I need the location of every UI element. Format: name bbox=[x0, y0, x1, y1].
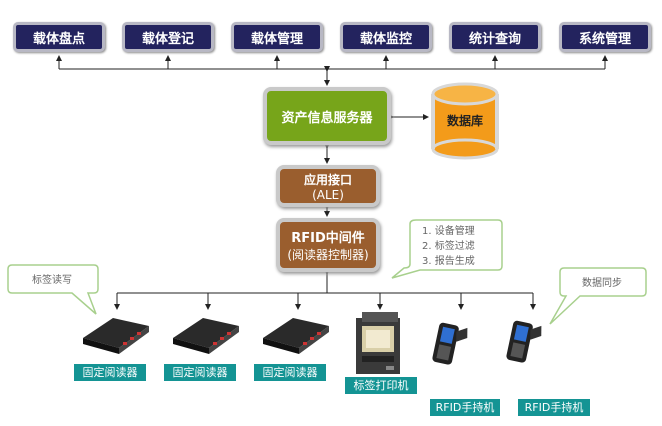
data-sync-callout-text: 数据同步 bbox=[582, 278, 622, 289]
device-label-fixed-reader-3: 固定阅读器 bbox=[254, 364, 326, 381]
module-statistics-button: 统计查询 bbox=[449, 22, 541, 52]
fixed-reader-icon-1 bbox=[83, 318, 149, 354]
device-label-label-printer: 标签打印机 bbox=[345, 377, 417, 394]
asset-info-server: 资产信息服务器 bbox=[263, 87, 391, 145]
database-icon bbox=[431, 82, 499, 160]
module-system-button: 系统管理 bbox=[559, 22, 651, 52]
module-register-button: 载体登记 bbox=[122, 22, 214, 52]
data-sync-callout bbox=[549, 267, 647, 325]
fixed-reader-icon-2 bbox=[173, 318, 239, 354]
ale-subtitle: (ALE) bbox=[312, 187, 344, 202]
function-item: 1. 设备管理 bbox=[422, 226, 475, 237]
handheld-reader-icon-2 bbox=[506, 320, 542, 363]
bottom-bus-arrows bbox=[114, 293, 536, 310]
module-inventory-button: 载体盘点 bbox=[13, 22, 105, 52]
middleware-functions-list: 1. 设备管理 2. 标签过滤 3. 报告生成 bbox=[422, 224, 475, 269]
middleware-notes-callout bbox=[391, 219, 503, 279]
module-monitor-button: 载体监控 bbox=[340, 22, 432, 52]
label-printer-icon bbox=[356, 312, 400, 374]
database-label: 数据库 bbox=[446, 114, 483, 128]
rfid-middleware-subtitle: (阅读器控制器) bbox=[287, 248, 369, 262]
handheld-reader-icon-1 bbox=[432, 322, 468, 365]
tag-rw-callout-text: 标签读写 bbox=[32, 275, 72, 286]
top-bus-arrows bbox=[56, 55, 608, 69]
module-manage-button: 载体管理 bbox=[231, 22, 323, 52]
ale-title: 应用接口 bbox=[303, 172, 352, 187]
function-item: 2. 标签过滤 bbox=[422, 241, 475, 252]
rfid-middleware-title: RFID中间件 bbox=[291, 231, 365, 246]
function-item: 3. 报告生成 bbox=[422, 256, 475, 267]
tag-rw-callout bbox=[7, 264, 99, 315]
fixed-reader-icon-3 bbox=[263, 318, 329, 354]
device-label-handheld-2: RFID手持机 bbox=[518, 399, 590, 416]
rfid-middleware: RFID中间件 (阅读器控制器) bbox=[276, 218, 380, 272]
device-label-fixed-reader-1: 固定阅读器 bbox=[74, 364, 146, 381]
ale-interface: 应用接口 (ALE) bbox=[276, 165, 380, 207]
device-label-handheld-1: RFID手持机 bbox=[430, 399, 500, 416]
device-label-fixed-reader-2: 固定阅读器 bbox=[164, 364, 236, 381]
